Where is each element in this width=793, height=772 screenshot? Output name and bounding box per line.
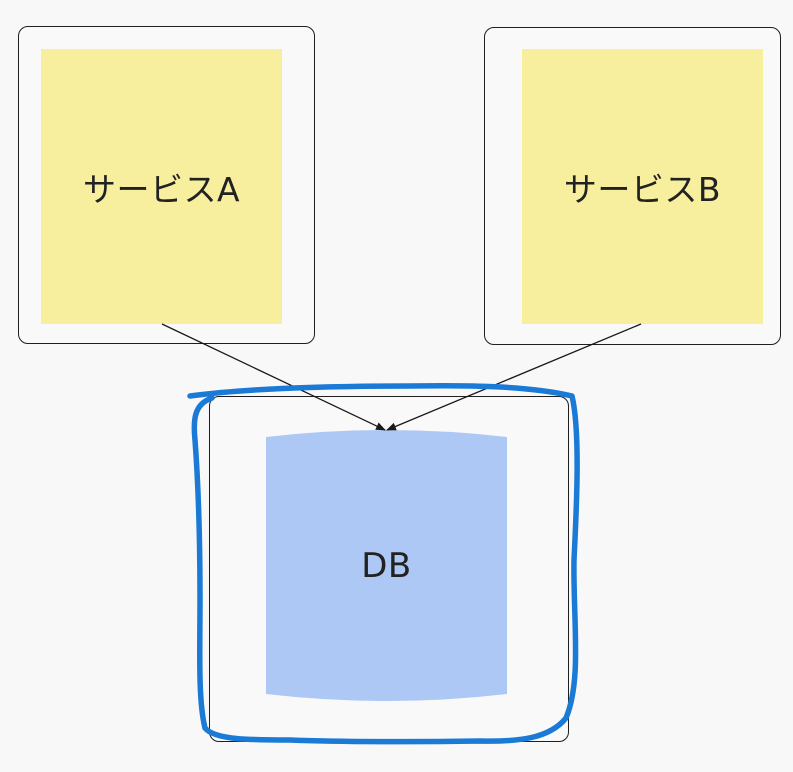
service-a-label: サービスA bbox=[82, 169, 241, 209]
service-b-label: サービスB bbox=[563, 169, 722, 209]
db-label-wrap: DB bbox=[266, 428, 507, 704]
service-a-node[interactable]: サービスA bbox=[41, 49, 282, 324]
service-b-node[interactable]: サービスB bbox=[522, 49, 763, 324]
db-label: DB bbox=[361, 546, 412, 586]
